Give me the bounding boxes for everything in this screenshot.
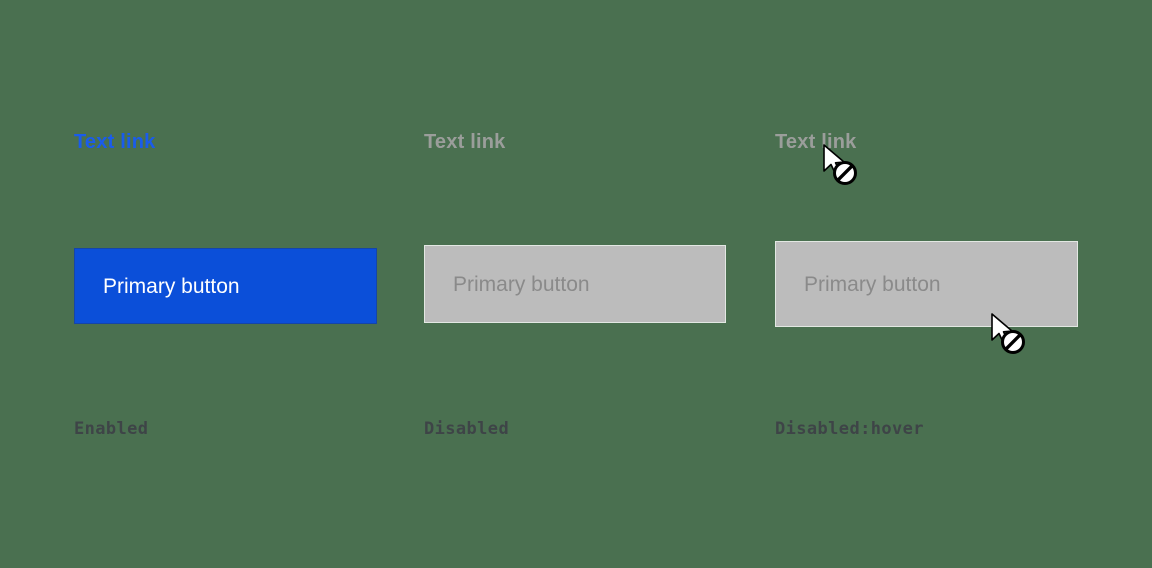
state-column-disabled: Text link Primary button Disabled bbox=[424, 0, 754, 568]
state-column-enabled: Text link Primary button Enabled bbox=[74, 0, 404, 568]
primary-button-disabled-hover[interactable]: Primary button bbox=[775, 241, 1078, 327]
state-caption-disabled: Disabled bbox=[424, 419, 510, 439]
primary-button-enabled[interactable]: Primary button bbox=[74, 248, 377, 324]
state-caption-disabled-hover: Disabled:hover bbox=[775, 419, 924, 439]
text-link-enabled[interactable]: Text link bbox=[74, 131, 156, 153]
primary-button-disabled[interactable]: Primary button bbox=[424, 245, 726, 323]
text-link-disabled[interactable]: Text link bbox=[424, 131, 506, 153]
state-column-disabled-hover: Text link Primary button Disabled:hover bbox=[775, 0, 1105, 568]
text-link-disabled-hover[interactable]: Text link bbox=[775, 131, 857, 153]
state-caption-enabled: Enabled bbox=[74, 419, 149, 439]
